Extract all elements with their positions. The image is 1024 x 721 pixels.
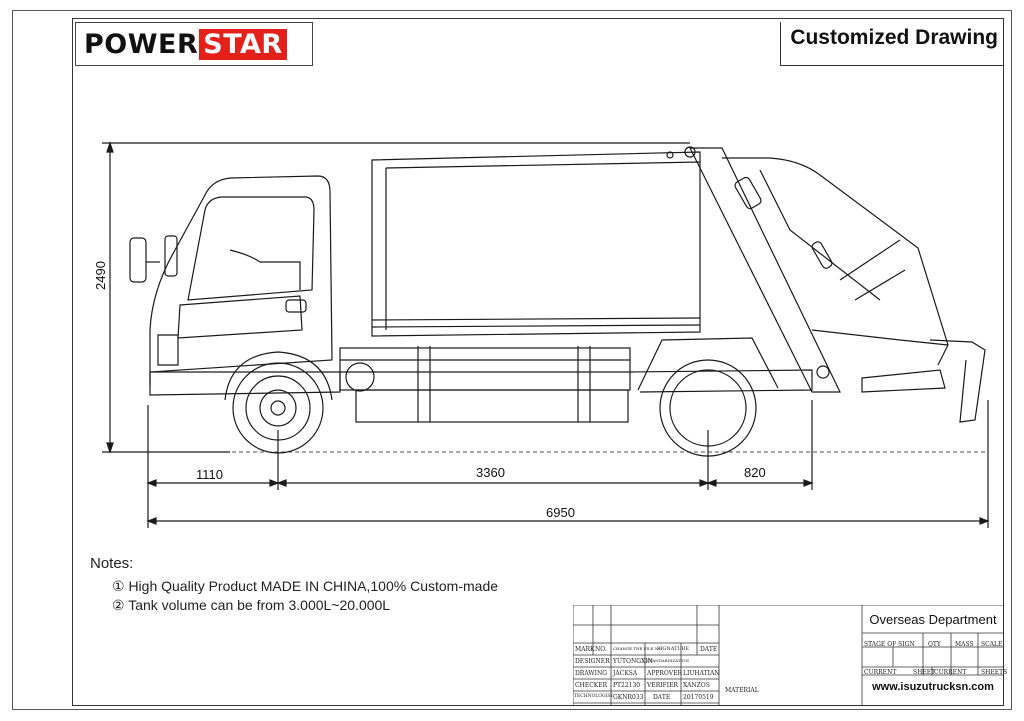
- rear-wheel: [637, 337, 779, 457]
- tb-drawing-label: DRAWING: [575, 670, 607, 677]
- note-item-1: ① High Quality Product MADE IN CHINA,100…: [112, 578, 499, 594]
- title-block: MARK NO. CHANGE THE FILE NO. SIGNATURE D…: [573, 605, 1008, 706]
- tb-technologist-name: GKNR033: [613, 694, 644, 701]
- tb-header-no: NO.: [595, 646, 607, 653]
- tb-header-change: CHANGE THE FILE NO.: [613, 646, 663, 651]
- dimension-rear-overhang: 820: [744, 465, 766, 480]
- tb-current-label-2: CURRENT: [934, 669, 967, 676]
- truck-cab: [129, 175, 341, 396]
- length-dimension-lines: [146, 400, 990, 528]
- dimension-height: 2490: [93, 261, 108, 290]
- tb-date-label: DATE: [653, 694, 671, 701]
- tb-qty: QTY: [928, 641, 941, 648]
- title-block-grid: [573, 605, 1004, 706]
- notes-section: Notes: ① High Quality Product MADE IN CH…: [90, 555, 498, 616]
- website-url: www.isuzutrucksn.com: [872, 681, 994, 693]
- tb-checker-name: PT22130: [613, 682, 641, 689]
- tb-checker-label: CHECKER: [575, 682, 608, 689]
- tb-verifier-label: VERIFIER: [647, 682, 679, 689]
- chassis-frame: [339, 346, 813, 423]
- drawing-frame-inner: [72, 18, 1004, 706]
- compactor-body: [371, 151, 701, 337]
- logo-text-power: POWER: [84, 28, 199, 60]
- tb-current-label-1: CURRENT: [864, 669, 897, 676]
- tb-designer-label: DESIGNER: [575, 658, 610, 665]
- dimension-wheelbase: 3360: [476, 465, 505, 480]
- overseas-department-label: Overseas Department: [869, 612, 997, 627]
- tb-mass: MASS: [955, 641, 974, 648]
- tb-approver-label: APPROVER: [647, 670, 682, 677]
- tb-verifier-name: XANZOS: [683, 682, 710, 689]
- tb-technologist-label: TECHNOLOGIST: [574, 694, 614, 699]
- tailgate-compactor: [666, 146, 986, 423]
- tb-sheet-label: SHEET: [913, 669, 936, 676]
- drawing-frame-outer: [12, 10, 1012, 710]
- tb-header-signature: SIGNATURE: [657, 646, 690, 652]
- tb-scale: SCALE: [981, 641, 1003, 648]
- height-dimension-lines: [102, 141, 690, 454]
- tb-header-date: DATE: [700, 646, 718, 653]
- dimension-overall-length: 6950: [546, 505, 575, 520]
- tb-designer-name: YUTONGXIN: [613, 658, 653, 665]
- tb-stage-of-sign: STAGE OF SIGN: [864, 641, 915, 648]
- notes-heading: Notes:: [90, 555, 134, 572]
- tb-header-mark: MARK: [575, 646, 595, 653]
- drawing-title: Customized Drawing: [780, 22, 1004, 66]
- tb-approver-name: LIUHATIAN: [683, 670, 720, 677]
- dimension-front-overhang: 1110: [196, 467, 223, 482]
- tb-standardization: STANDARDIZATION: [647, 658, 689, 663]
- tb-material-label: MATERIAL: [725, 687, 759, 694]
- logo-text-star: STAR: [199, 28, 287, 60]
- tb-date-value: 20170519: [683, 694, 714, 701]
- tb-drawing-name: JACKSA: [613, 670, 638, 677]
- tb-sheets-label: SHEETS: [981, 669, 1008, 676]
- front-wheel: [224, 351, 333, 454]
- note-item-2: ② Tank volume can be from 3.000L~20.000L: [112, 597, 391, 613]
